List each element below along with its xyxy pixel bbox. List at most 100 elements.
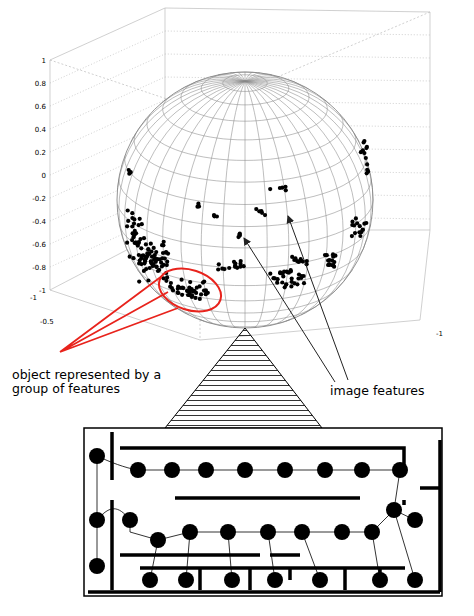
feature-dot xyxy=(135,241,139,245)
feature-dot xyxy=(254,207,258,211)
feature-dot xyxy=(150,255,154,259)
sphere-grid xyxy=(117,72,373,328)
feature-dot xyxy=(362,139,366,143)
feature-dot xyxy=(159,261,163,265)
feature-dot xyxy=(148,266,152,270)
sphere-gridline xyxy=(125,81,245,288)
sphere-gridline xyxy=(245,81,267,327)
feature-dot xyxy=(198,297,202,301)
map-node-dot xyxy=(364,524,380,540)
feature-dot xyxy=(325,253,329,257)
feature-dot xyxy=(185,289,189,293)
sphere-gridline xyxy=(245,77,294,81)
feature-dot xyxy=(284,282,288,286)
feature-dot xyxy=(237,232,241,236)
feature-dot xyxy=(233,265,237,269)
feature-dot xyxy=(293,256,297,260)
feature-dot xyxy=(176,284,180,288)
tick-label: 0.2 xyxy=(35,149,46,157)
map-node-dot xyxy=(260,524,276,540)
feature-dot xyxy=(149,259,153,263)
feature-dot xyxy=(138,217,142,221)
map-node-dot xyxy=(150,532,166,548)
feature-dot xyxy=(180,286,184,290)
feature-dot xyxy=(186,289,190,293)
feature-dot xyxy=(193,296,197,300)
tick-label: 0.6 xyxy=(35,103,46,111)
feature-dot xyxy=(199,292,203,296)
map-node-dot xyxy=(237,462,253,478)
feature-dot xyxy=(154,250,158,254)
feature-dot xyxy=(302,281,306,285)
sphere-gridline xyxy=(245,81,309,323)
sphere-gridline xyxy=(245,73,260,81)
sphere-gridline xyxy=(245,81,359,142)
feature-dot xyxy=(365,171,369,175)
feature-dot xyxy=(350,223,354,227)
tick-label: -0.6 xyxy=(32,241,46,249)
feature-dot xyxy=(125,224,129,228)
feature-dot xyxy=(359,230,363,234)
feature-dot xyxy=(358,234,362,238)
feature-dot xyxy=(127,168,131,172)
feature-dot xyxy=(364,221,368,225)
map-node-dot xyxy=(198,462,214,478)
feature-dot xyxy=(164,251,168,255)
tick-label: 0.8 xyxy=(35,80,46,88)
feature-dot xyxy=(326,258,330,262)
feature-dot xyxy=(299,276,303,280)
floor-map xyxy=(84,428,442,596)
feature-dot xyxy=(139,246,143,250)
feature-dot xyxy=(227,266,231,270)
map-node-dot xyxy=(164,462,180,478)
feature-dot xyxy=(165,263,169,267)
feature-dot xyxy=(217,262,221,266)
feature-dot xyxy=(181,286,185,290)
sphere-gridline xyxy=(245,81,365,288)
map-node-dot xyxy=(317,462,333,478)
map-node-dot xyxy=(89,448,105,464)
feature-dot xyxy=(137,223,141,227)
object-leader xyxy=(60,276,178,352)
feature-dot xyxy=(204,292,208,296)
map-node-dot xyxy=(267,572,283,588)
feature-dot xyxy=(170,286,174,290)
tick-label: -1 xyxy=(436,330,443,338)
map-node-dot xyxy=(89,512,105,528)
sphere-gridline xyxy=(223,81,245,327)
feature-dot xyxy=(364,156,368,160)
sphere-gridline xyxy=(245,81,373,200)
map-node-dot xyxy=(122,512,138,528)
feature-dot xyxy=(350,234,354,238)
feature-dot xyxy=(132,233,136,237)
map-node-dot xyxy=(334,524,350,540)
map-node-dot xyxy=(312,572,328,588)
object-outline xyxy=(153,261,226,319)
feature-dot xyxy=(130,224,134,228)
feature-dot xyxy=(364,146,368,150)
map-node-dot xyxy=(130,462,146,478)
sphere-gridline xyxy=(245,79,309,89)
feature-dot xyxy=(180,278,184,282)
feature-dot xyxy=(268,187,272,191)
sphere-gridline xyxy=(134,81,245,306)
tick-label: -0.5 xyxy=(40,318,54,326)
feature-dot xyxy=(287,271,291,275)
map-node-dot xyxy=(89,558,105,574)
feature-dot xyxy=(275,281,279,285)
feature-dot xyxy=(330,259,334,263)
feature-dot xyxy=(268,272,272,276)
feature-dot xyxy=(353,231,357,235)
map-node-dot xyxy=(392,462,408,478)
sphere-gridline xyxy=(147,81,245,315)
feature-dot xyxy=(146,278,150,282)
annotation-text: object represented by a group of feature… xyxy=(12,368,182,397)
feature-dot xyxy=(132,217,136,221)
feature-dot xyxy=(196,202,200,206)
feature-dot xyxy=(142,236,146,240)
feature-arrow xyxy=(288,216,348,380)
projection-fan xyxy=(165,328,322,428)
feature-dot xyxy=(289,284,293,288)
map-node-dot xyxy=(277,462,293,478)
